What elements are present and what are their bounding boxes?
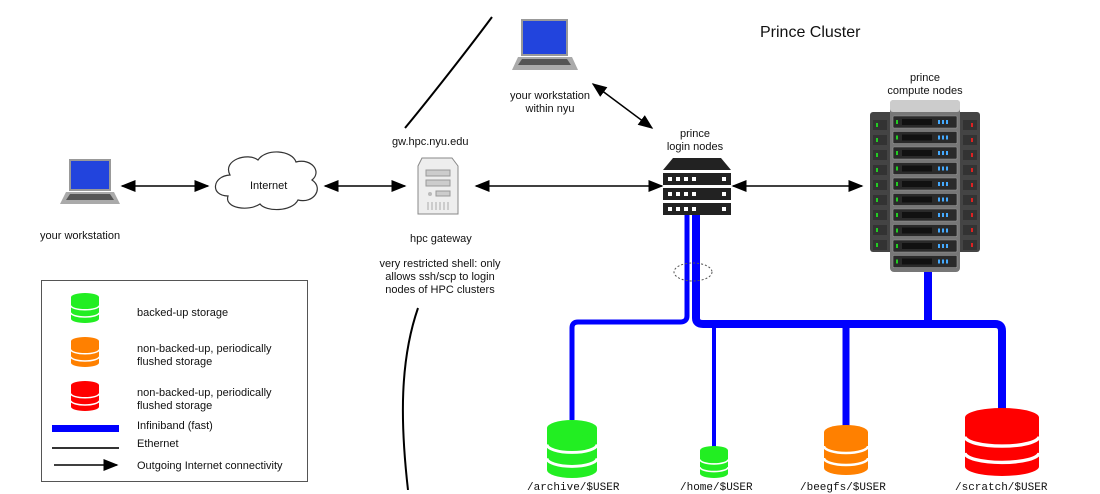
network-boundary-lower [401, 307, 419, 490]
gateway-label: hpc gateway [410, 233, 472, 245]
legend-label-infiniband: Infiniband (fast) [137, 420, 213, 432]
laptop-icon [60, 159, 120, 204]
compute-nodes-label: prince compute nodes [887, 72, 963, 97]
laptop-icon-nyu [512, 19, 578, 70]
legend-label-backed-up: backed-up storage [137, 307, 229, 319]
arrow-nyu-login [591, 83, 654, 129]
legend: backed-up storage non-backed-up, periodi… [41, 280, 308, 482]
storage-label-home: /home/$USER [680, 482, 753, 494]
infiniband-links [569, 214, 1006, 448]
storage-label-beegfs: /beegfs/$USER [800, 482, 886, 494]
database-icon [70, 381, 100, 411]
storage-label-scratch: /scratch/$USER [955, 482, 1048, 494]
workstation-label: your workstation [40, 230, 121, 242]
infiniband-swatch [52, 425, 119, 432]
legend-swatches [52, 293, 119, 471]
workstation-nyu-label: your workstation within nyu [509, 90, 591, 115]
database-icon [545, 420, 599, 478]
gateway-note: very restricted shell: only allows ssh/s… [379, 258, 501, 296]
legend-label-ethernet: Ethernet [137, 438, 179, 450]
login-nodes-label: prince login nodes [666, 128, 724, 153]
network-boundary-upper [404, 16, 493, 129]
internet-label: Internet [250, 180, 288, 192]
page-title: Prince Cluster [760, 24, 861, 41]
gateway-host-label: gw.hpc.nyu.edu [392, 136, 469, 148]
database-icon [699, 446, 729, 478]
database-icon [70, 293, 100, 323]
selection-marker [673, 262, 713, 282]
legend-label-outgoing: Outgoing Internet connectivity [137, 460, 283, 472]
internet-cloud-icon [214, 151, 318, 211]
database-icon [963, 408, 1041, 477]
gateway-server-icon [417, 157, 459, 215]
database-icon [822, 425, 870, 475]
database-icon [70, 337, 100, 367]
storage-label-archive: /archive/$USER [527, 482, 620, 494]
compute-nodes-icon [870, 100, 980, 272]
login-nodes-icon [663, 158, 731, 215]
